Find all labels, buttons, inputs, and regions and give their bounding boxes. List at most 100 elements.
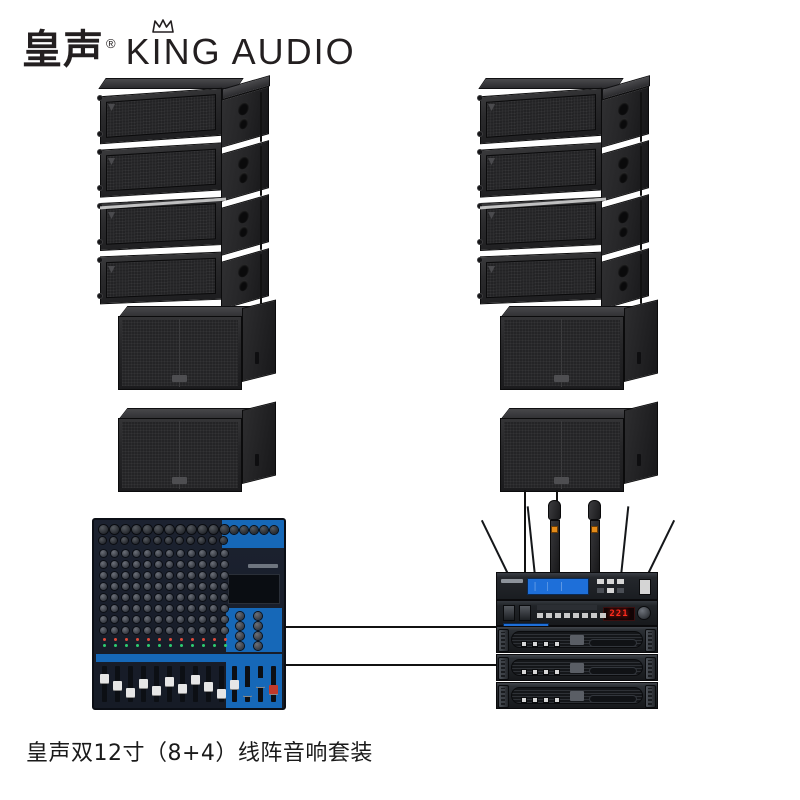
mixer-knob-ch4-r7[interactable] [133,616,140,623]
mixer-knob-ch2-r6[interactable] [111,605,118,612]
mixer-fader-cap-8[interactable] [191,675,200,684]
mixer-knob-ch3-r6[interactable] [122,605,129,612]
receiver-button-5[interactable] [607,588,614,593]
mixer-knob-ch9-r8[interactable] [188,627,195,634]
mixer-knob-ch4-r3[interactable] [133,572,140,579]
mixer-knob-ch5-r3[interactable] [144,572,151,579]
mixer-knob-ch9-r6[interactable] [188,605,195,612]
mixer-knob-ch11-r3[interactable] [210,572,217,579]
equipment-rack[interactable]: 221 [496,572,658,710]
mixer-fader-cap-7[interactable] [178,684,187,693]
mixer-knob-ch5-r6[interactable] [144,605,151,612]
processor-button-2[interactable] [546,613,552,618]
mixer-fader-9[interactable] [204,666,213,702]
mixer-input-jack-10[interactable] [198,525,207,534]
mixer-aux-jack-4[interactable] [260,526,268,534]
mixer-knob-ch11-r5[interactable] [210,594,217,601]
mixer-fader-cap-5[interactable] [152,686,161,695]
mixer-master-knob-5[interactable] [236,632,244,640]
mixer-knob-ch1-r1[interactable] [100,550,107,557]
mixer-knob-ch1-r8[interactable] [100,627,107,634]
processor-button-8[interactable] [600,613,606,618]
wireless-receiver[interactable] [496,572,658,600]
mixer-fader-7[interactable] [178,666,187,702]
mixer-knob-ch5-r7[interactable] [144,616,151,623]
mixer-knob-ch2-r1[interactable] [111,550,118,557]
mixer-knob-ch7-r3[interactable] [166,572,173,579]
processor-button-1[interactable] [537,613,543,618]
mixer-knob-ch2-r5[interactable] [111,594,118,601]
mixer-knob-ch9-r3[interactable] [188,572,195,579]
mixer-knob-ch4-r2[interactable] [133,561,140,568]
mixer-knob-ch5-r8[interactable] [144,627,151,634]
mixer-input-jack-2[interactable] [110,525,119,534]
mixer-input-jack-11[interactable] [209,525,218,534]
mixer-knob-ch12-r1[interactable] [221,550,228,557]
mixer-fader-3[interactable] [126,666,135,702]
mixer-knob-ch11-r4[interactable] [210,583,217,590]
mixer-knob-ch11-r6[interactable] [210,605,217,612]
mixer-input-jack-4[interactable] [132,525,141,534]
mixer-fader-14[interactable] [269,666,278,702]
mixer-master-knob-2[interactable] [254,612,262,620]
effects-processor[interactable]: 221 [496,600,658,627]
mixer-input-jack-1[interactable] [99,525,108,534]
processor-button-3[interactable] [555,613,561,618]
mixer-line-jack-3[interactable] [121,537,128,544]
mixer-master-knob-3[interactable] [236,622,244,630]
mixer-fader-1[interactable] [100,666,109,702]
audio-mixer[interactable] [92,518,286,710]
mixer-knob-ch10-r4[interactable] [199,583,206,590]
mixer-knob-ch4-r8[interactable] [133,627,140,634]
mixer-knob-ch1-r3[interactable] [100,572,107,579]
mixer-knob-ch2-r4[interactable] [111,583,118,590]
mixer-fader-cap-4[interactable] [139,679,148,688]
mixer-knob-ch8-r7[interactable] [177,616,184,623]
power-amplifier-2[interactable] [496,654,658,681]
receiver-button-1[interactable] [597,579,604,584]
mixer-knob-ch2-r7[interactable] [111,616,118,623]
mixer-line-jack-9[interactable] [187,537,194,544]
mixer-knob-ch10-r7[interactable] [199,616,206,623]
mixer-fader-4[interactable] [139,666,148,702]
wireless-receiver-buttons-row2[interactable] [597,588,624,593]
mixer-input-jack-12[interactable] [220,525,229,534]
mixer-knob-ch12-r5[interactable] [221,594,228,601]
mixer-knob-ch11-r1[interactable] [210,550,217,557]
mixer-fader-cap-13[interactable] [256,678,265,687]
mixer-fader-cap-11[interactable] [230,680,239,689]
mixer-fader-2[interactable] [113,666,122,702]
mixer-knob-ch3-r5[interactable] [122,594,129,601]
mixer-knob-ch12-r3[interactable] [221,572,228,579]
mixer-knob-ch1-r6[interactable] [100,605,107,612]
mixer-knob-ch1-r5[interactable] [100,594,107,601]
mixer-knob-ch7-r7[interactable] [166,616,173,623]
mixer-fader-5[interactable] [152,666,161,702]
mixer-line-jack-6[interactable] [154,537,161,544]
mixer-knob-ch2-r3[interactable] [111,572,118,579]
mixer-knob-ch3-r8[interactable] [122,627,129,634]
mixer-knob-ch8-r6[interactable] [177,605,184,612]
mixer-knob-ch4-r4[interactable] [133,583,140,590]
mixer-knob-ch6-r8[interactable] [155,627,162,634]
mixer-knob-ch9-r5[interactable] [188,594,195,601]
mixer-master-knob-8[interactable] [254,642,262,650]
mixer-knob-ch11-r8[interactable] [210,627,217,634]
mixer-knob-ch3-r2[interactable] [122,561,129,568]
mixer-fader-cap-6[interactable] [165,677,174,686]
mixer-knob-ch6-r1[interactable] [155,550,162,557]
mixer-knob-ch4-r6[interactable] [133,605,140,612]
mixer-fader-11[interactable] [230,666,239,702]
mixer-fader-cap-12[interactable] [243,687,252,696]
receiver-button-4[interactable] [597,588,604,593]
mixer-input-jack-5[interactable] [143,525,152,534]
mixer-knob-ch3-r7[interactable] [122,616,129,623]
mixer-fader-cap-3[interactable] [126,688,135,697]
mixer-fader-cap-14[interactable] [269,685,278,694]
mixer-line-jack-11[interactable] [209,537,216,544]
mixer-knob-ch6-r6[interactable] [155,605,162,612]
mixer-knob-ch12-r7[interactable] [221,616,228,623]
mixer-fader-6[interactable] [165,666,174,702]
mixer-master-knob-7[interactable] [236,642,244,650]
mixer-knob-ch10-r5[interactable] [199,594,206,601]
